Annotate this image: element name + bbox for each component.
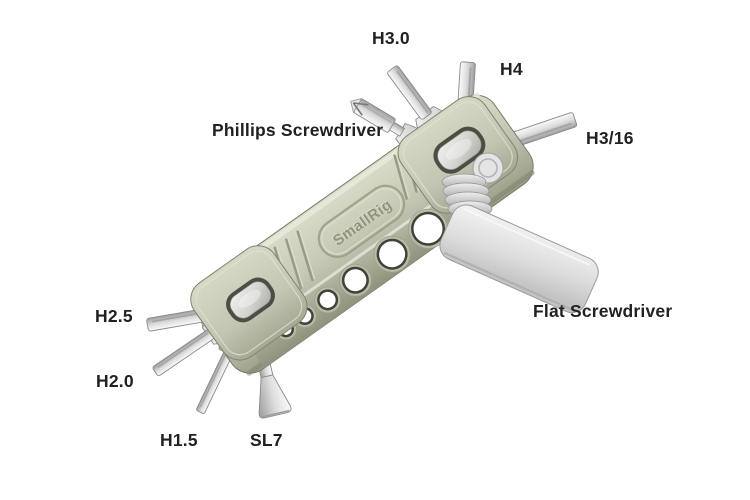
flat-screwdriver-blade bbox=[439, 204, 599, 314]
label-sl7: SL7 bbox=[250, 430, 283, 450]
top-pivot-plate bbox=[397, 96, 519, 214]
label-h15: H1.5 bbox=[160, 430, 198, 450]
tool-body: SmallRig SmallRig bbox=[190, 92, 535, 376]
label-phillips: Phillips Screwdriver bbox=[212, 120, 384, 140]
label-h30: H3.0 bbox=[372, 28, 410, 48]
label-flat: Flat Screwdriver bbox=[533, 301, 673, 321]
label-h25: H2.5 bbox=[95, 306, 133, 326]
label-h4: H4 bbox=[500, 59, 523, 79]
label-h20: H2.0 bbox=[96, 371, 134, 391]
label-h316: H3/16 bbox=[586, 128, 634, 148]
bottom-pivot-plate bbox=[190, 245, 308, 361]
pivot-washers-top bbox=[441, 152, 504, 218]
